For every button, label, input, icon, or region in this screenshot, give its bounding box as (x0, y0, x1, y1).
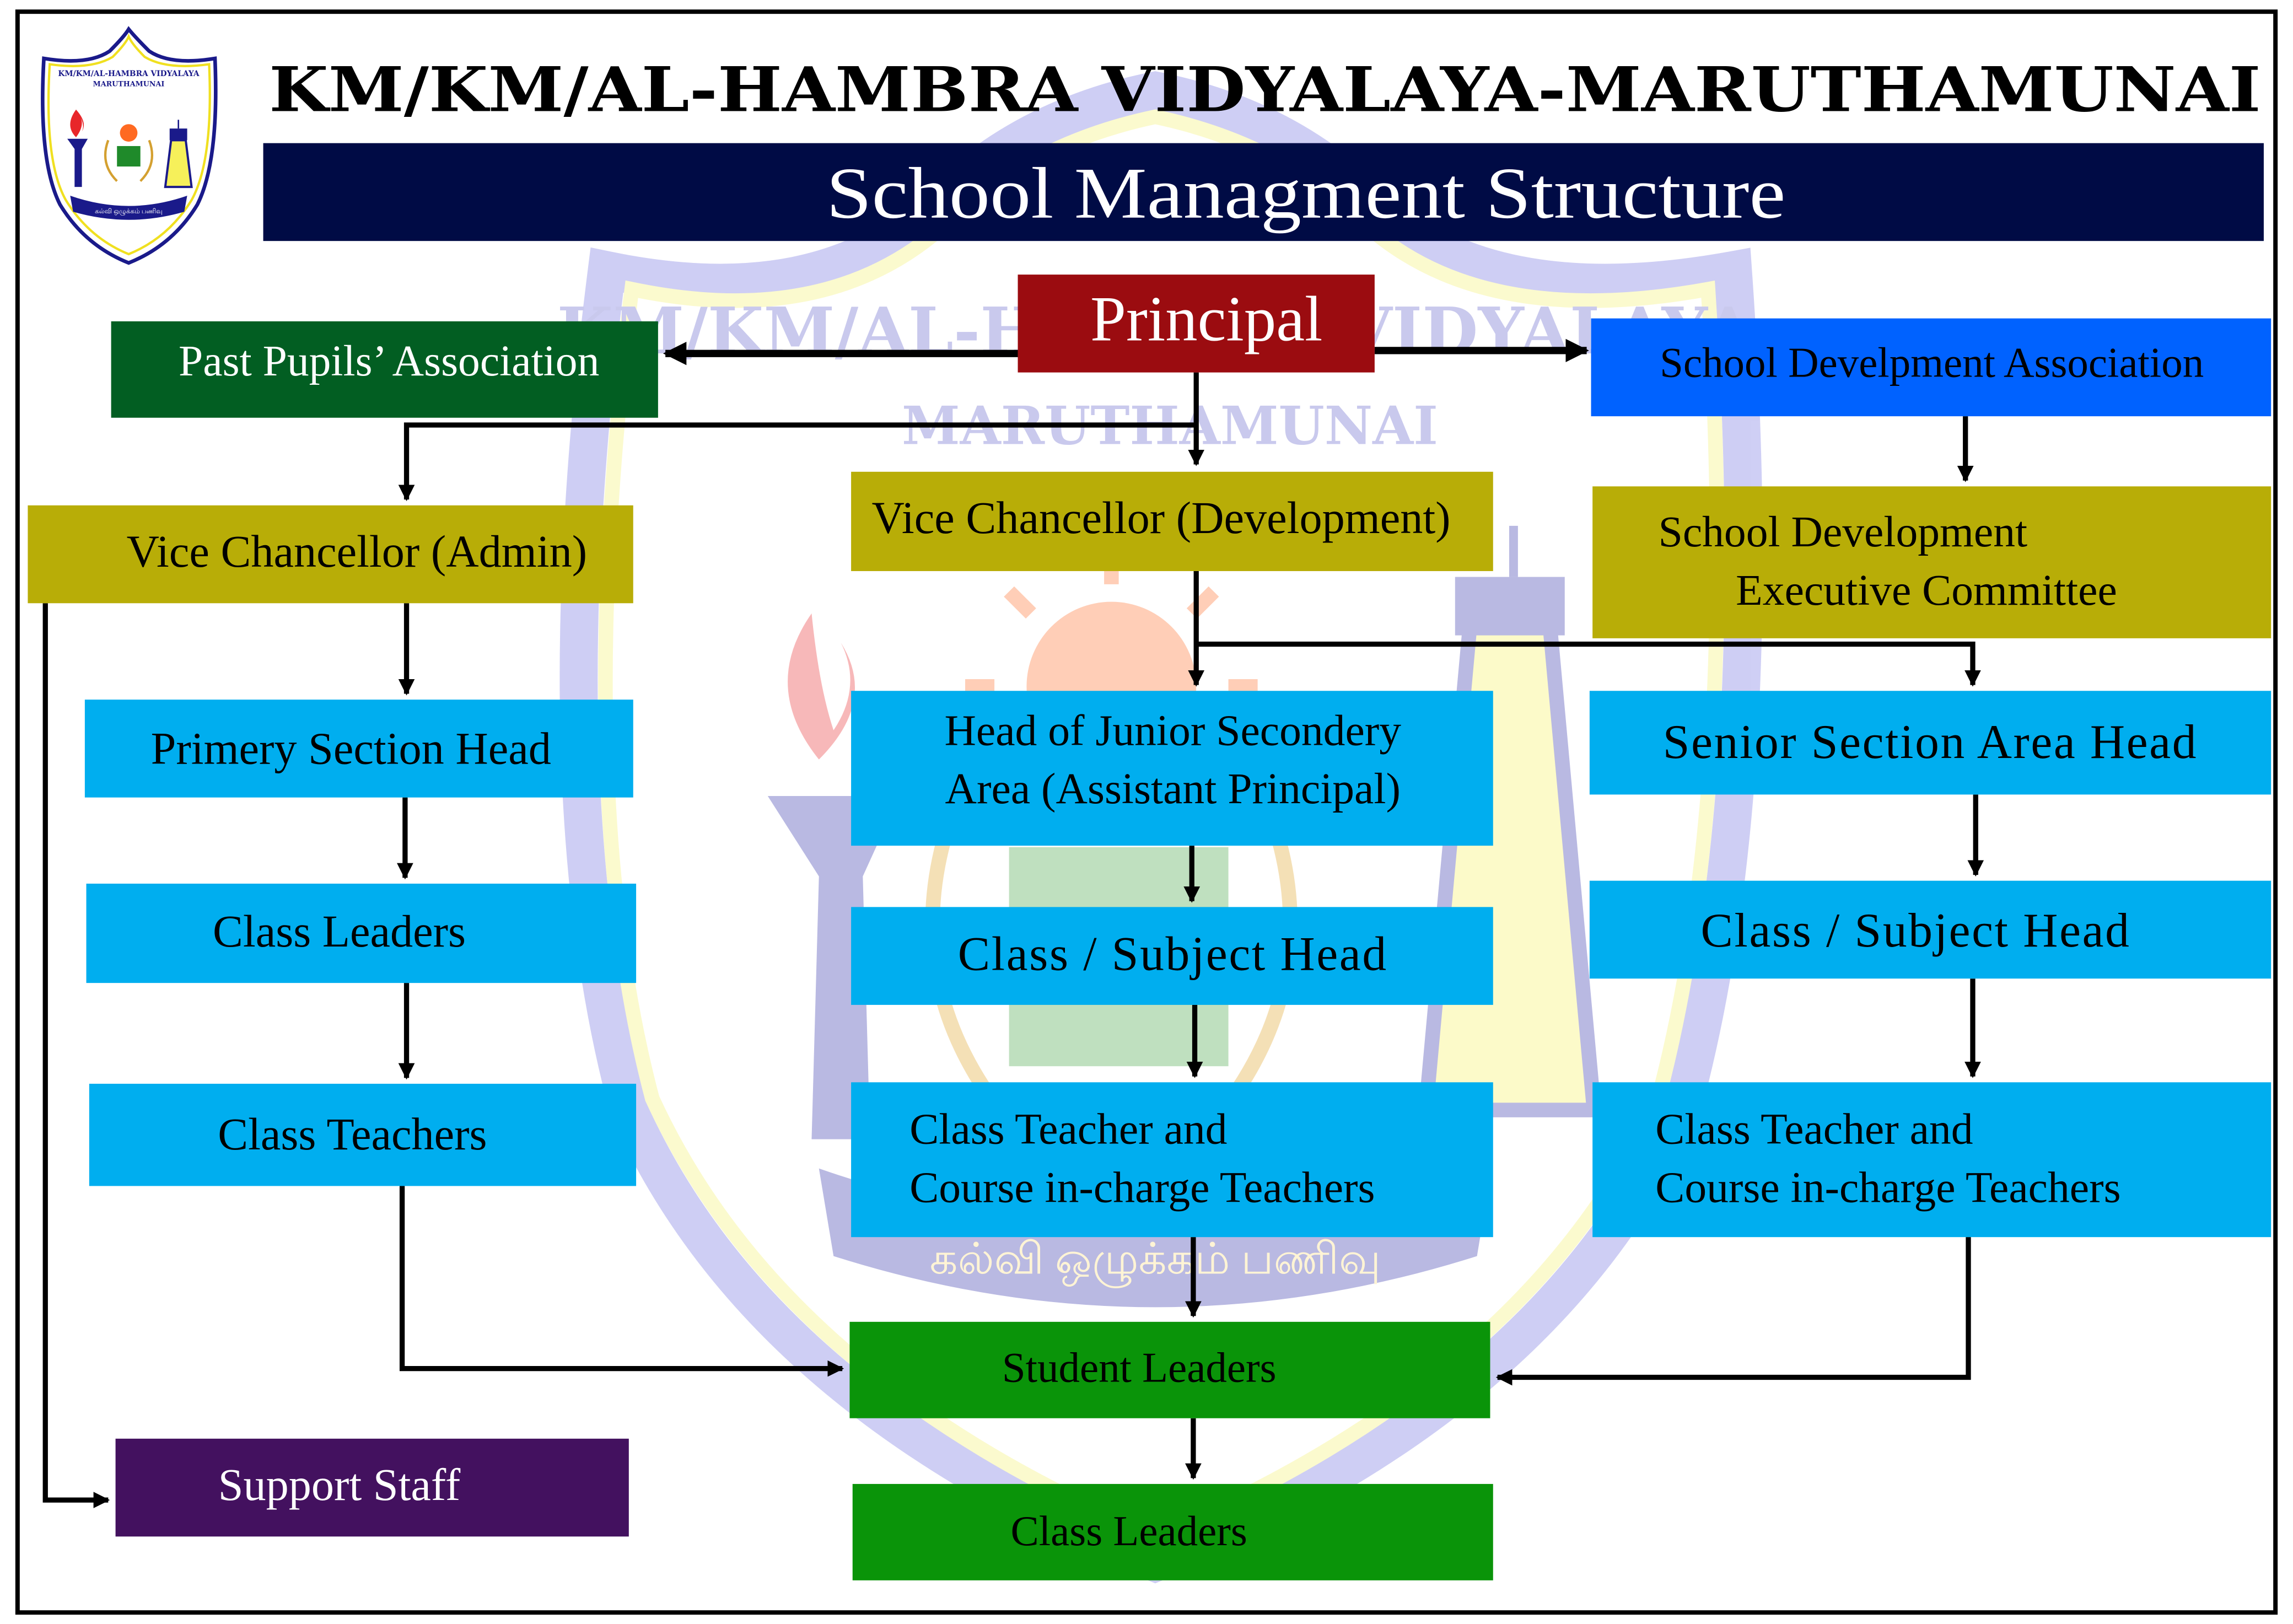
connector-ctc-right-to-student-leaders (1495, 1237, 1971, 1386)
node-vice-chancellor-admin[interactable]: Vice Chancellor (Admin) (28, 505, 633, 604)
connector-vc-dev-to-senior (1196, 641, 1981, 687)
logo-torch-icon (67, 138, 88, 187)
school-logo: KM/KM/AL-HAMBRA VIDYALAYA MARUTHAMUNAI க… (41, 26, 218, 265)
node-ctc-right-box[interactable] (1592, 1082, 2272, 1238)
node-past-pupils-association[interactable]: Past Pupils’ Association (111, 321, 658, 418)
node-primary-box[interactable] (84, 700, 633, 798)
school-name-title: KM/KM/AL-HAMBRA VIDYALAYA-MARUTHAMUNAI (269, 53, 2260, 126)
connector-class-teachers-to-student-leaders (399, 1186, 844, 1377)
node-class-teachers-primary[interactable]: Class Teachers (89, 1083, 637, 1186)
node-class-leaders-left-label: Class Leaders (213, 906, 466, 956)
node-junior-label-line1: Head of Junior Secondery (944, 706, 1401, 755)
node-past-pupils-label: Past Pupils’ Association (179, 337, 599, 385)
node-class-subject-mid-box[interactable] (851, 907, 1493, 1005)
node-sdec-label-line1: School Development (1659, 508, 2028, 556)
connector-vc-admin-to-support-staff (42, 603, 110, 1508)
node-class-teachers-left-label: Class Teachers (218, 1109, 487, 1159)
node-ctc-right-label-line2: Course in-charge Teachers (1655, 1164, 2120, 1212)
node-school-development-executive-committee[interactable]: School Development Executive Committee (1592, 486, 2272, 638)
node-vc-dev-label: Vice Chancellor (Development) (871, 493, 1450, 543)
node-principal-label: Principal (1090, 283, 1322, 354)
node-class-leaders-bottom-box[interactable] (852, 1483, 1493, 1580)
node-vice-chancellor-development[interactable]: Vice Chancellor (Development) (851, 471, 1493, 571)
logo-book-icon (117, 146, 141, 167)
logo-laurel-icon (104, 139, 153, 182)
node-sdec-label-line2: Executive Committee (1736, 566, 2117, 615)
node-senior-section-head[interactable]: Senior Section Area Head (1589, 691, 2272, 795)
banner (263, 143, 2264, 241)
logo-text-line1: KM/KM/AL-HAMBRA VIDYALAYA (58, 69, 199, 78)
node-sdec-box[interactable] (1592, 486, 2272, 638)
watermark-torch-handle (767, 796, 900, 1139)
page-border (15, 9, 2278, 1615)
node-support-staff[interactable]: Support Staff (115, 1438, 629, 1537)
node-ctc-mid-box[interactable] (851, 1082, 1493, 1238)
connector-principal-to-vc-admin (398, 422, 1197, 502)
node-class-subject-head-junior[interactable]: Class / Subject Head (851, 907, 1493, 1005)
logo-text-line2: MARUTHAMUNAI (93, 79, 165, 88)
logo-sun-icon (120, 124, 138, 142)
node-student-leaders-label: Student Leaders (1002, 1344, 1277, 1391)
node-class-leaders-bottom-label: Class Leaders (1010, 1507, 1247, 1555)
node-class-subject-mid-label: Class / Subject Head (958, 927, 1388, 980)
logo-torch-flame-icon (70, 109, 84, 138)
node-class-course-teachers-junior[interactable]: Class Teacher and Course in-charge Teach… (851, 1082, 1493, 1238)
node-student-leaders[interactable]: Student Leaders (849, 1321, 1490, 1418)
logo-shield-inner (47, 33, 211, 256)
node-class-subject-head-senior[interactable]: Class / Subject Head (1589, 880, 2272, 979)
node-vc-admin-box[interactable] (28, 505, 633, 604)
node-ctc-right-label-line1: Class Teacher and (1655, 1105, 1973, 1154)
node-past-pupils-box[interactable] (111, 321, 658, 418)
watermark-ribbon (819, 1168, 1492, 1308)
node-support-staff-label: Support Staff (218, 1460, 461, 1510)
node-ctc-mid-label-line2: Course in-charge Teachers (909, 1164, 1375, 1212)
node-school-development-association[interactable]: School Develpment Association (1591, 318, 2272, 417)
node-senior-box[interactable] (1589, 691, 2272, 795)
connectors (42, 338, 1984, 1508)
node-class-teachers-left-box[interactable] (89, 1083, 637, 1186)
node-class-subject-right-box[interactable] (1589, 880, 2272, 979)
node-ctc-mid-label-line1: Class Teacher and (909, 1105, 1227, 1154)
logo-lighthouse-icon (164, 139, 193, 189)
watermark-motto: கல்வி ஒழுக்கம் பணிவு (930, 1235, 1381, 1288)
node-class-leaders-primary[interactable]: Class Leaders (86, 883, 637, 983)
node-principal[interactable]: Principal (1018, 275, 1375, 373)
node-vc-admin-label: Vice Chancellor (Admin) (127, 526, 587, 577)
node-class-course-teachers-senior[interactable]: Class Teacher and Course in-charge Teach… (1592, 1082, 2272, 1238)
node-sda-label: School Develpment Association (1660, 339, 2204, 386)
banner-title: School Managment Structure (826, 153, 1785, 234)
node-class-leaders-left-box[interactable] (86, 883, 637, 983)
node-primary-label: Primery Section Head (151, 724, 551, 774)
node-vc-dev-box[interactable] (851, 471, 1493, 571)
node-junior-secondary-head[interactable]: Head of Junior Secondery Area (Assistant… (851, 691, 1493, 846)
logo-ribbon (70, 196, 187, 220)
node-class-subject-right-label: Class / Subject Head (1700, 904, 2130, 957)
node-junior-label-line2: Area (Assistant Principal) (945, 765, 1401, 813)
node-junior-box[interactable] (851, 691, 1493, 846)
node-primary-section-head[interactable]: Primery Section Head (84, 700, 633, 798)
logo-motto: கல்வி ஒழுக்கம் பணிவு (95, 207, 163, 216)
node-sda-box[interactable] (1591, 318, 2272, 417)
watermark-lighthouse-top (1455, 577, 1565, 636)
node-class-leaders-bottom[interactable]: Class Leaders (852, 1483, 1493, 1580)
node-student-leaders-box[interactable] (849, 1321, 1490, 1418)
watermark-shield-inner (598, 109, 1725, 1545)
node-support-staff-box[interactable] (115, 1438, 629, 1537)
watermark-torch-flame (788, 613, 855, 760)
node-principal-box[interactable] (1018, 275, 1375, 373)
node-senior-label: Senior Section Area Head (1663, 715, 2198, 768)
